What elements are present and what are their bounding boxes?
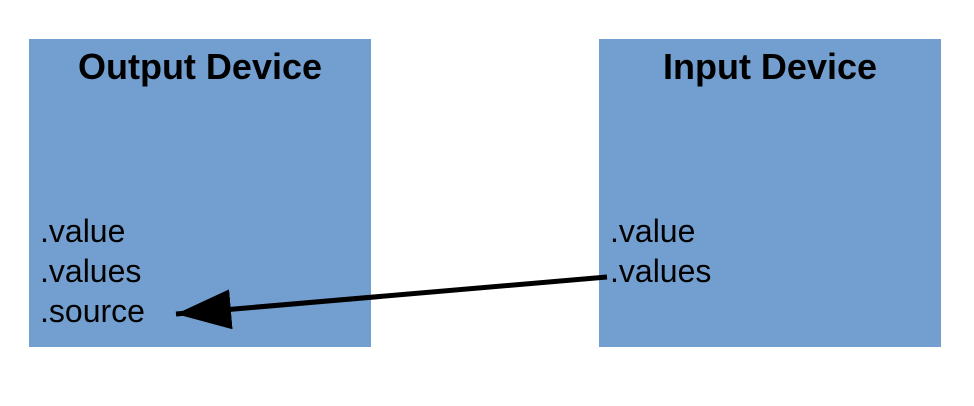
property-label-source: .source	[40, 293, 145, 329]
input-device-props: .value .values	[610, 211, 711, 291]
input-device-title: Input Device	[662, 46, 878, 87]
input-device-box: Input Device .value .values	[599, 39, 941, 347]
output-device-props: .value .values .source	[40, 211, 145, 331]
property-label-values: .values	[610, 253, 712, 289]
property-label-value: .value	[610, 213, 696, 249]
output-device-box: Output Device .value .values .source	[29, 39, 371, 347]
property-label-value: .value	[40, 213, 126, 249]
output-device-title: Output Device	[77, 46, 323, 87]
property-label-values: .values	[40, 253, 142, 289]
